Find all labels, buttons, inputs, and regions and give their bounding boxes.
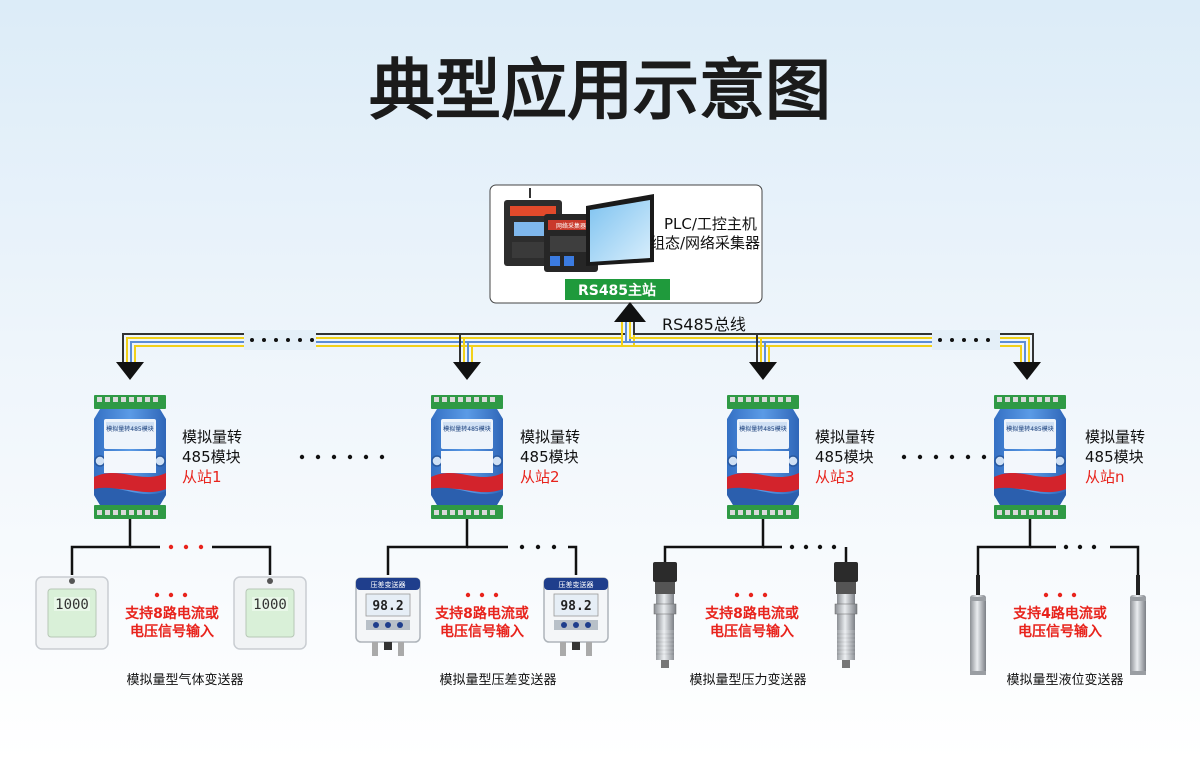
slave-label-2: 模拟量转 485模块 从站2 — [520, 428, 580, 486]
slave-module-4: 模拟量转485模块 — [993, 394, 1067, 520]
dp-sensor-a: 压差变送器 98.2 — [355, 577, 421, 657]
sensor-name-3: 模拟量型压力变送器 — [689, 672, 806, 688]
lcd-reading: 98.2 — [372, 599, 403, 614]
slave-module-2: 模拟量转485模块 — [430, 394, 504, 520]
slave-station: 从站2 — [520, 468, 560, 486]
slave-label-line1: 模拟量转 — [182, 428, 242, 446]
support-line1: 支持4路电流或 — [1012, 605, 1107, 622]
slave-label-line2: 485模块 — [815, 448, 874, 466]
slave-station: 从站3 — [815, 468, 855, 486]
gas-sensor-b: 1000 — [233, 576, 307, 650]
slave-station: 从站1 — [182, 468, 222, 486]
group-2-support: 支持8路电流或 电压信号输入 — [434, 592, 529, 640]
level-sensor-b — [1130, 575, 1146, 675]
gas-sensor-a: 1000 — [35, 576, 109, 650]
slave-module-3: 模拟量转485模块 — [726, 394, 800, 520]
group-1-support: 支持8路电流或 电压信号输入 — [124, 592, 219, 640]
dp-sensor-b: 压差变送器 98.2 — [543, 577, 609, 657]
master-station-label: RS485主站 — [578, 282, 656, 299]
slave-label-1: 模拟量转 485模块 从站1 — [182, 428, 242, 486]
master-station: 网络采集器 PLC/工控主机 组态/网络采集器 RS485主站 — [489, 184, 763, 304]
support-line2: 电压信号输入 — [440, 623, 524, 640]
lcd-reading: 98.2 — [560, 599, 591, 614]
level-sensor-a — [970, 575, 986, 675]
sensor-name-4: 模拟量型液位变送器 — [1006, 672, 1123, 688]
support-line1: 支持8路电流或 — [124, 605, 219, 622]
panel-title: 压差变送器 — [559, 580, 594, 589]
pressure-sensor-b — [833, 561, 859, 669]
module-caption: 模拟量转485模块 — [106, 425, 153, 433]
module-caption: 模拟量转485模块 — [739, 425, 786, 433]
gateway-device-image: 网络采集器 — [544, 214, 598, 272]
group-3-support: 支持8路电流或 电压信号输入 — [704, 592, 799, 640]
slave-label-line2: 485模块 — [1085, 448, 1144, 466]
master-label-line1: PLC/工控主机 — [664, 215, 757, 233]
support-line2: 电压信号输入 — [130, 623, 214, 640]
module-caption: 模拟量转485模块 — [1006, 425, 1053, 433]
rs485-bus — [122, 322, 1034, 362]
panel-title: 压差变送器 — [371, 580, 406, 589]
slave-label-line1: 模拟量转 — [1085, 428, 1145, 446]
slave-module-1: 模拟量转485模块 — [93, 394, 167, 520]
support-line2: 电压信号输入 — [710, 623, 794, 640]
slave-label-line2: 485模块 — [182, 448, 241, 466]
hmi-screen-image — [586, 194, 654, 266]
group-4-support: 支持4路电流或 电压信号输入 — [1012, 592, 1107, 640]
slave-label-4: 模拟量转 485模块 从站n — [1085, 428, 1145, 486]
sensor-name-1: 模拟量型气体变送器 — [126, 672, 243, 688]
slave-label-line2: 485模块 — [520, 448, 579, 466]
bus-ellipsis — [250, 338, 990, 342]
module-ellipsis — [299, 454, 987, 460]
support-line1: 支持8路电流或 — [704, 605, 799, 622]
slave-station: 从站n — [1085, 468, 1125, 486]
sensor-name-2: 模拟量型压差变送器 — [439, 672, 556, 688]
sensor-wiring — [70, 519, 1140, 575]
wiring-ellipsis — [168, 544, 1097, 550]
module-caption: 模拟量转485模块 — [443, 425, 490, 433]
bus-arrow-up — [614, 302, 646, 322]
support-line1: 支持8路电流或 — [434, 605, 529, 622]
slave-label-line1: 模拟量转 — [815, 428, 875, 446]
slave-label-line1: 模拟量转 — [520, 428, 580, 446]
page-title: 典型应用示意图 — [369, 52, 831, 129]
gateway-label: 网络采集器 — [556, 222, 586, 230]
support-line2: 电压信号输入 — [1018, 623, 1102, 640]
module-arrows — [116, 362, 1041, 380]
pressure-sensor-a — [652, 561, 678, 669]
master-label-line2: 组态/网络采集器 — [650, 234, 760, 252]
slave-label-3: 模拟量转 485模块 从站3 — [815, 428, 875, 486]
master-station-badge — [565, 279, 670, 300]
bus-label: RS485总线 — [662, 315, 746, 334]
lcd-reading: 1000 — [55, 597, 89, 613]
lcd-reading: 1000 — [253, 597, 287, 613]
